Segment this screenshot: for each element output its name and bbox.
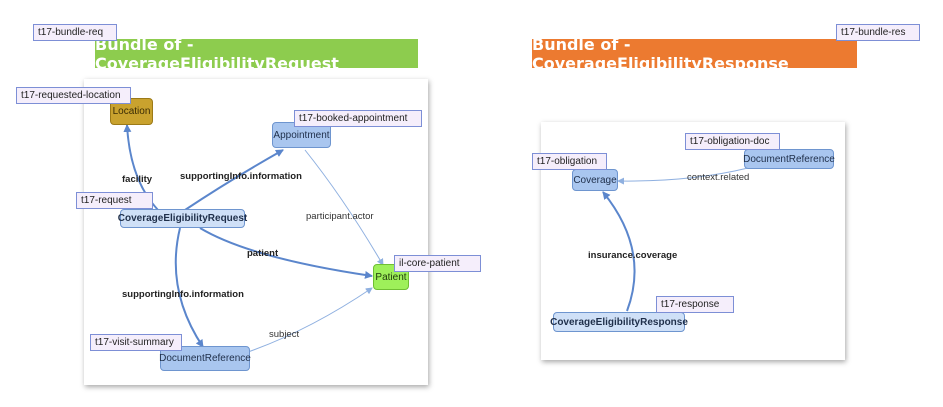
edge-patient <box>199 227 373 279</box>
edge-supporting-info-bottom <box>174 227 204 348</box>
node-document-reference-right[interactable]: DocumentReference <box>743 149 835 169</box>
label-insurance-coverage: insurance.coverage <box>588 250 678 261</box>
tag-response: t17-response <box>656 296 734 313</box>
tag-visit-summary: t17-visit-summary <box>90 334 182 351</box>
edge-supporting-info-top <box>184 149 284 211</box>
edge-subject <box>247 287 373 353</box>
label-supporting-info-bottom: supportingInfo.information <box>122 289 244 300</box>
request-bundle-tag: t17-bundle-req <box>33 24 117 41</box>
label-context-related: context.related <box>687 172 750 183</box>
tag-il-core-patient: il-core-patient <box>394 255 481 272</box>
response-bundle-banner: Bundle of - CoverageEligibilityResponse <box>532 35 857 73</box>
node-coverage[interactable]: Coverage <box>572 169 618 191</box>
label-facility: facility <box>122 174 153 185</box>
tag-obligation-doc: t17-obligation-doc <box>685 133 780 150</box>
tag-requested-location: t17-requested-location <box>16 87 131 104</box>
label-supporting-info-top: supportingInfo.information <box>180 171 302 182</box>
label-subject: subject <box>269 329 300 340</box>
node-coverage-eligibility-request[interactable]: CoverageEligibilityRequest <box>118 209 247 228</box>
node-coverage-eligibility-response[interactable]: CoverageEligibilityResponse <box>550 312 688 332</box>
response-bundle-tag: t17-bundle-res <box>836 24 920 41</box>
edge-context-related <box>617 167 749 185</box>
label-patient: patient <box>247 248 279 259</box>
tag-request: t17-request <box>76 192 153 209</box>
edge-participant-actor <box>304 149 384 266</box>
request-bundle-banner: Bundle of - CoverageEligibilityRequest <box>95 35 418 73</box>
tag-booked-appointment: t17-booked-appointment <box>294 110 422 127</box>
label-participant-actor: participant.actor <box>306 211 374 222</box>
tag-obligation: t17-obligation <box>532 153 607 170</box>
edge-insurance-coverage <box>602 191 636 312</box>
